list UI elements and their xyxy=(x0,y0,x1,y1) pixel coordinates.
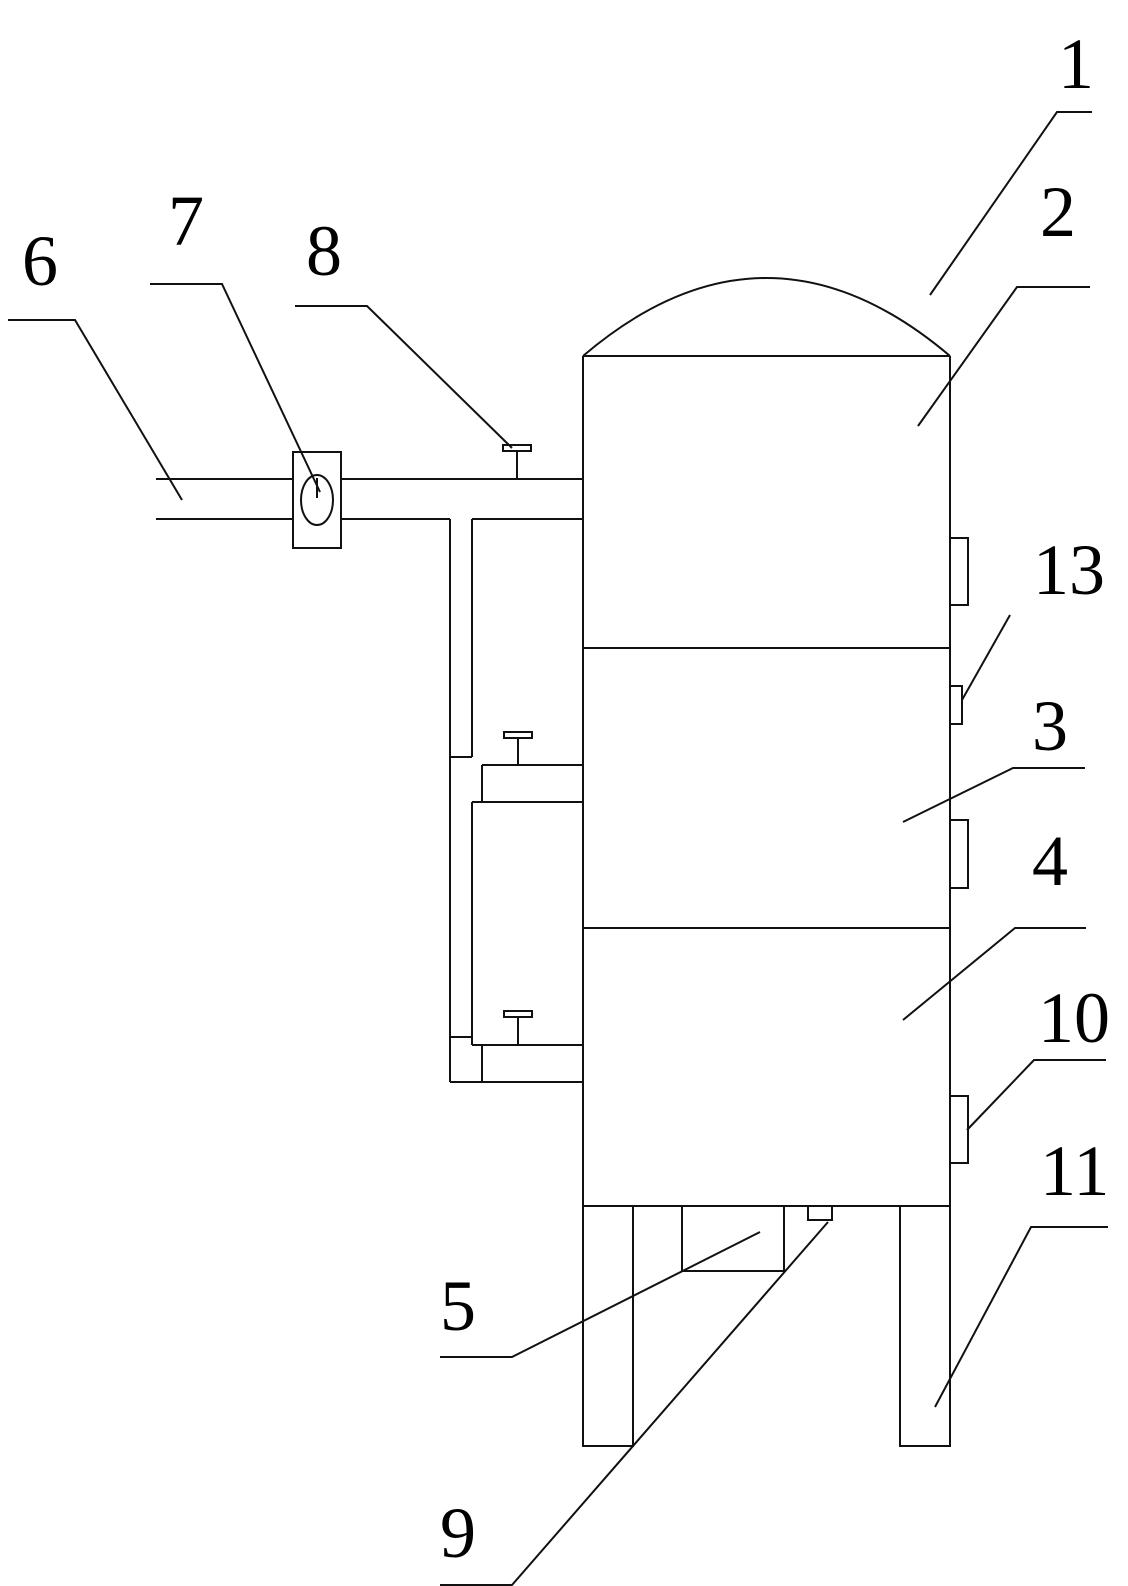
leader-7 xyxy=(150,283,321,493)
label-8: 8 xyxy=(306,211,342,291)
tank xyxy=(582,277,951,1207)
leader-10 xyxy=(966,1059,1106,1131)
label-11: 11 xyxy=(1040,1131,1109,1211)
leader-3 xyxy=(902,767,1085,823)
valve-8-handle xyxy=(502,444,532,452)
handle-lower-10 xyxy=(950,1095,969,1164)
flow-meter-dial xyxy=(300,474,334,526)
inlet-pipe xyxy=(156,444,583,549)
leader-2 xyxy=(917,286,1090,427)
leader-lines xyxy=(8,111,1108,1586)
bottom-outlet-9 xyxy=(807,1205,833,1221)
leg-left xyxy=(582,1205,634,1447)
tank-dome xyxy=(582,277,951,357)
leader-6 xyxy=(8,319,183,501)
label-5: 5 xyxy=(440,1266,476,1346)
branch-valve-1-handle xyxy=(503,731,533,739)
reference-labels: 1 2 13 3 4 10 11 5 9 6 7 8 xyxy=(22,24,1110,1573)
label-9: 9 xyxy=(440,1493,476,1573)
leader-5 xyxy=(440,1231,761,1358)
label-6: 6 xyxy=(22,221,58,301)
right-fittings xyxy=(949,537,969,1164)
leg-right xyxy=(899,1205,951,1447)
label-1: 1 xyxy=(1058,24,1094,104)
leader-8 xyxy=(295,305,513,449)
leader-9 xyxy=(440,1221,829,1586)
handle-upper xyxy=(950,537,969,606)
label-3: 3 xyxy=(1032,686,1068,766)
bypass-manifold xyxy=(449,519,583,1083)
bottom-box-5 xyxy=(681,1205,785,1272)
branch-valve-2-handle xyxy=(503,1010,533,1018)
handle-middle xyxy=(950,819,969,889)
branch-valve-2 xyxy=(503,1010,533,1045)
branch-valve-1 xyxy=(503,731,533,765)
label-7: 7 xyxy=(168,181,204,261)
label-13: 13 xyxy=(1033,530,1105,610)
legs xyxy=(582,1205,951,1447)
label-2: 2 xyxy=(1040,172,1076,252)
leader-13 xyxy=(961,614,1011,701)
leader-1 xyxy=(929,111,1092,296)
leader-11 xyxy=(934,1226,1108,1408)
label-10: 10 xyxy=(1038,978,1110,1058)
leader-4 xyxy=(902,927,1086,1021)
valve-8 xyxy=(502,444,532,479)
sensor-13 xyxy=(949,685,963,725)
label-4: 4 xyxy=(1032,821,1068,901)
